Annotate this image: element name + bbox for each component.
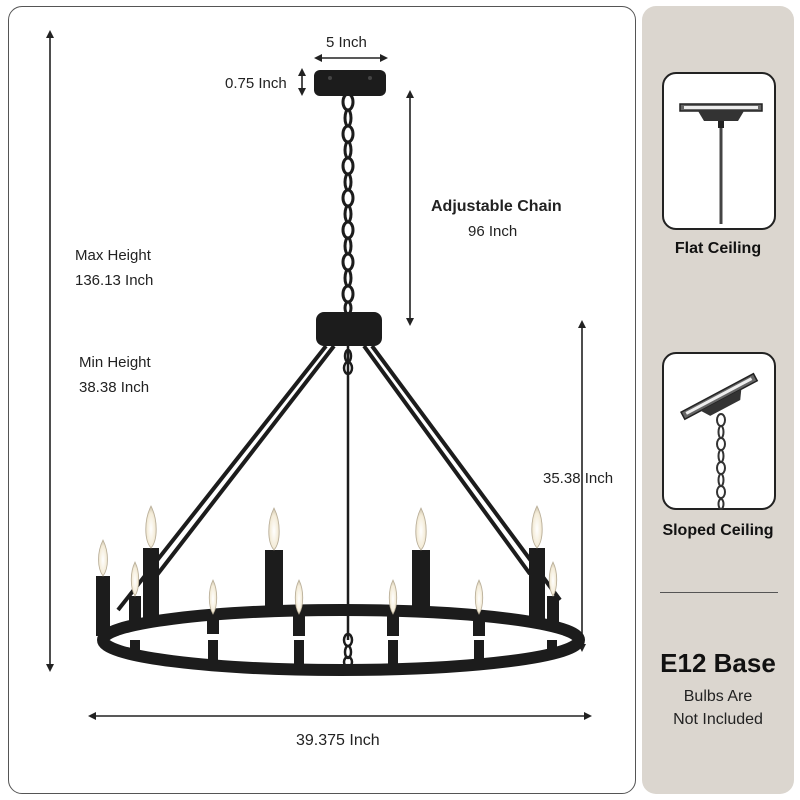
candle-sockets [96, 548, 559, 636]
sloped-ceiling-icon [680, 372, 759, 510]
wheel-ring [97, 604, 585, 676]
max-height-label: Max Height [75, 247, 151, 264]
body-height-label: 35.38 Inch [543, 470, 614, 487]
dimension-lines [46, 30, 592, 720]
ceiling-canopy [314, 70, 386, 96]
flat-ceiling-card [662, 72, 776, 230]
support-arms [116, 344, 562, 640]
bulbs-note-line2: Not Included [673, 711, 763, 728]
hanging-chain [341, 92, 355, 316]
bulbs-note-line1: Bulbs Are [683, 688, 753, 705]
min-height-label: Min Height [79, 354, 151, 371]
sloped-ceiling-card [662, 352, 776, 510]
min-height-value: 38.38 Inch [79, 379, 150, 396]
chain-length-label: 96 Inch [468, 223, 518, 240]
center-hub [316, 312, 382, 346]
diameter-label: 39.375 Inch [296, 732, 380, 749]
flat-ceiling-label: Flat Ceiling [674, 240, 762, 257]
sloped-ceiling-label: Sloped Ceiling [662, 522, 774, 539]
candle-bulbs [98, 505, 558, 615]
chain-title-label: Adjustable Chain [431, 198, 562, 215]
canopy-width-label: 5 Inch [326, 34, 367, 51]
max-height-value: 136.13 Inch [75, 272, 154, 289]
canopy-height-label: 0.75 Inch [225, 75, 287, 92]
lower-chain [342, 348, 354, 669]
e12-base-title: E12 Base [660, 648, 776, 678]
flat-ceiling-icon [679, 103, 763, 224]
sidebar-divider [660, 592, 778, 593]
